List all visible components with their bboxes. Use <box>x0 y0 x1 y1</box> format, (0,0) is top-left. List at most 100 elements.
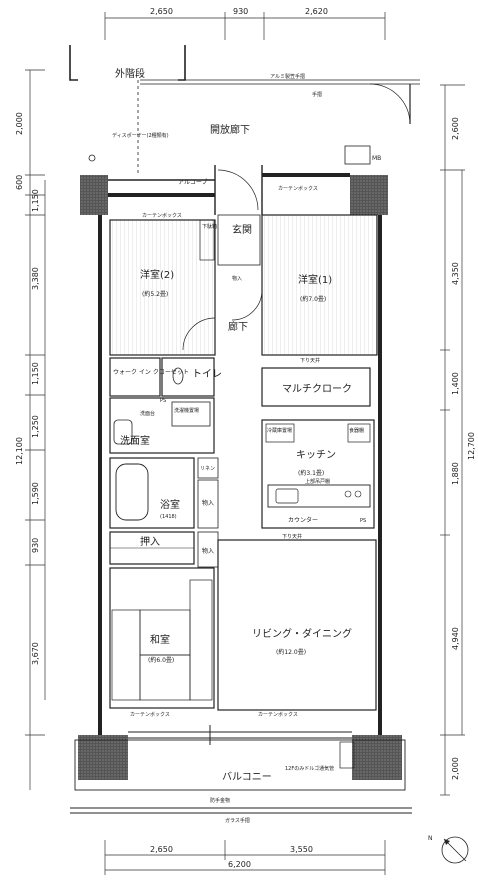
outside-stairs-walls <box>69 45 420 175</box>
stove-burner-icon-2 <box>354 490 362 498</box>
washroom-label: 洗面室 <box>120 434 150 447</box>
alcove-label: アルコーブ <box>178 178 207 186</box>
storage-1-label: 物入 <box>202 499 214 507</box>
left-dim-5: 1,150 <box>31 362 40 385</box>
top-dimension-line <box>104 12 386 40</box>
bathroom-label: 浴室 <box>160 498 180 511</box>
bottom-dim-2: 3,550 <box>290 845 313 854</box>
aluminum-rail-note: アルミ製笠手摺 <box>270 73 305 80</box>
bathtub-icon <box>115 463 149 521</box>
left-dim-4: 3,380 <box>31 267 40 290</box>
washer-area-label: 洗濯機置場 <box>174 407 199 414</box>
fall-rail-note: 防手金物 <box>210 797 230 804</box>
washroom <box>109 397 215 454</box>
western-room-1 <box>261 214 378 356</box>
left-dim-3: 1,150 <box>31 189 40 212</box>
shoe-cabinet-label: 下駄箱 <box>202 223 217 230</box>
living-dining-size: (約12.0畳) <box>276 648 306 656</box>
curtain-box-japanese: カーテンボックス <box>130 711 170 718</box>
ceiling-down-note-2: 下り天井 <box>282 533 302 540</box>
oshiire-label: 押入 <box>140 535 160 548</box>
bottom-dim-3: 6,200 <box>228 860 251 869</box>
upper-cabinet-label: 上部吊戸棚 <box>305 478 330 485</box>
right-dim-6: 4,940 <box>451 627 460 650</box>
western-room-2-size: (約5.2畳) <box>142 290 168 298</box>
left-dim-9: 930 <box>31 538 40 553</box>
western-room-1-size: (約7.0畳) <box>300 295 326 303</box>
ps-label-left: PS <box>160 398 166 404</box>
shoe-cabinet <box>199 219 215 261</box>
living-dining <box>217 539 377 711</box>
glass-rail-note: ガラス手摺 <box>225 817 250 824</box>
japanese-room-size: (約6.0畳) <box>148 656 174 664</box>
curtain-box-living: カーテンボックス <box>258 711 298 718</box>
toilet-room <box>161 357 215 397</box>
japanese-room-label: 和室 <box>150 633 170 646</box>
linen-label: リネン <box>200 466 215 472</box>
handrail-note: 手摺 <box>312 91 322 98</box>
curtain-box-top-left: カーテンボックス <box>142 212 182 219</box>
balcony-note: 12Fのみドルゴ通気管 <box>285 765 334 772</box>
western-room-1-label: 洋室(1) <box>298 273 332 286</box>
left-dim-2: 600 <box>15 175 24 190</box>
column-bottom-left <box>78 735 128 780</box>
ps-label-right: PS <box>360 518 366 524</box>
right-dim-5: 12,700 <box>467 432 476 460</box>
toilet-bowl-icon <box>172 367 184 385</box>
storage-1 <box>197 479 219 529</box>
fridge-space <box>265 423 295 443</box>
shelf-label: 洗面台 <box>140 410 155 417</box>
ceiling-down-note-1: 下り天井 <box>300 357 320 364</box>
right-dimension-line <box>440 84 465 796</box>
counter-label: カウンター <box>288 516 318 524</box>
left-dim-7: 12,100 <box>15 437 24 465</box>
entrance-label: 玄関 <box>232 223 252 236</box>
entrance-area <box>217 214 261 266</box>
right-dim-1: 2,600 <box>451 117 460 140</box>
linen-closet <box>197 457 219 479</box>
bottom-dimension-line <box>104 840 386 875</box>
column-bottom-right <box>352 735 402 780</box>
disposer-icon <box>88 154 96 162</box>
outside-stairs-label: 外階段 <box>115 67 145 80</box>
top-dim-1: 2,650 <box>150 7 173 16</box>
multi-closet <box>261 367 371 407</box>
balcony-windows <box>128 725 352 745</box>
walkin-closet <box>109 357 161 397</box>
kitchen-counter <box>267 484 371 508</box>
corridor-door-swing <box>369 83 411 125</box>
entrance-storage-label: 物入 <box>232 275 242 282</box>
mb-label: MB <box>372 155 381 162</box>
fridge-label: 冷蔵庫置場 <box>267 427 292 434</box>
entrance-door-swing <box>217 169 259 211</box>
outdoor-unit <box>339 741 355 769</box>
left-dim-10: 3,670 <box>31 642 40 665</box>
balcony-label: バルコニー <box>222 771 272 783</box>
living-dining-label: リビング・ダイニング <box>252 627 352 640</box>
unit-outer-walls <box>98 173 382 735</box>
column-top-left <box>80 175 108 215</box>
balcony <box>74 739 406 791</box>
left-dim-8: 1,590 <box>31 482 40 505</box>
compass-icon <box>441 836 469 864</box>
left-dim-1: 2,000 <box>15 112 24 135</box>
bathroom <box>109 457 195 529</box>
right-dim-4: 1,880 <box>451 462 460 485</box>
alcove-walls <box>108 165 263 215</box>
open-corridor-label: 開放廊下 <box>210 123 250 136</box>
mb-box <box>344 145 371 165</box>
stove-burner-icon <box>344 490 352 498</box>
toilet-label: トイレ <box>192 369 222 380</box>
western-room-2 <box>109 219 216 356</box>
kitchen-size: (約3.1畳) <box>298 469 324 477</box>
walkin-closet-label: ウォーク イン クローゼット <box>113 368 189 376</box>
top-dim-3: 2,620 <box>305 7 328 16</box>
bathroom-size: (1418) <box>160 514 177 520</box>
pantry-shelf <box>347 423 371 443</box>
tatami-mats <box>111 579 213 701</box>
kitchen-label: キッチン <box>296 449 336 461</box>
right-dim-2: 4,350 <box>451 262 460 285</box>
right-dim-3: 1,400 <box>451 372 460 395</box>
column-top-right <box>350 175 388 215</box>
